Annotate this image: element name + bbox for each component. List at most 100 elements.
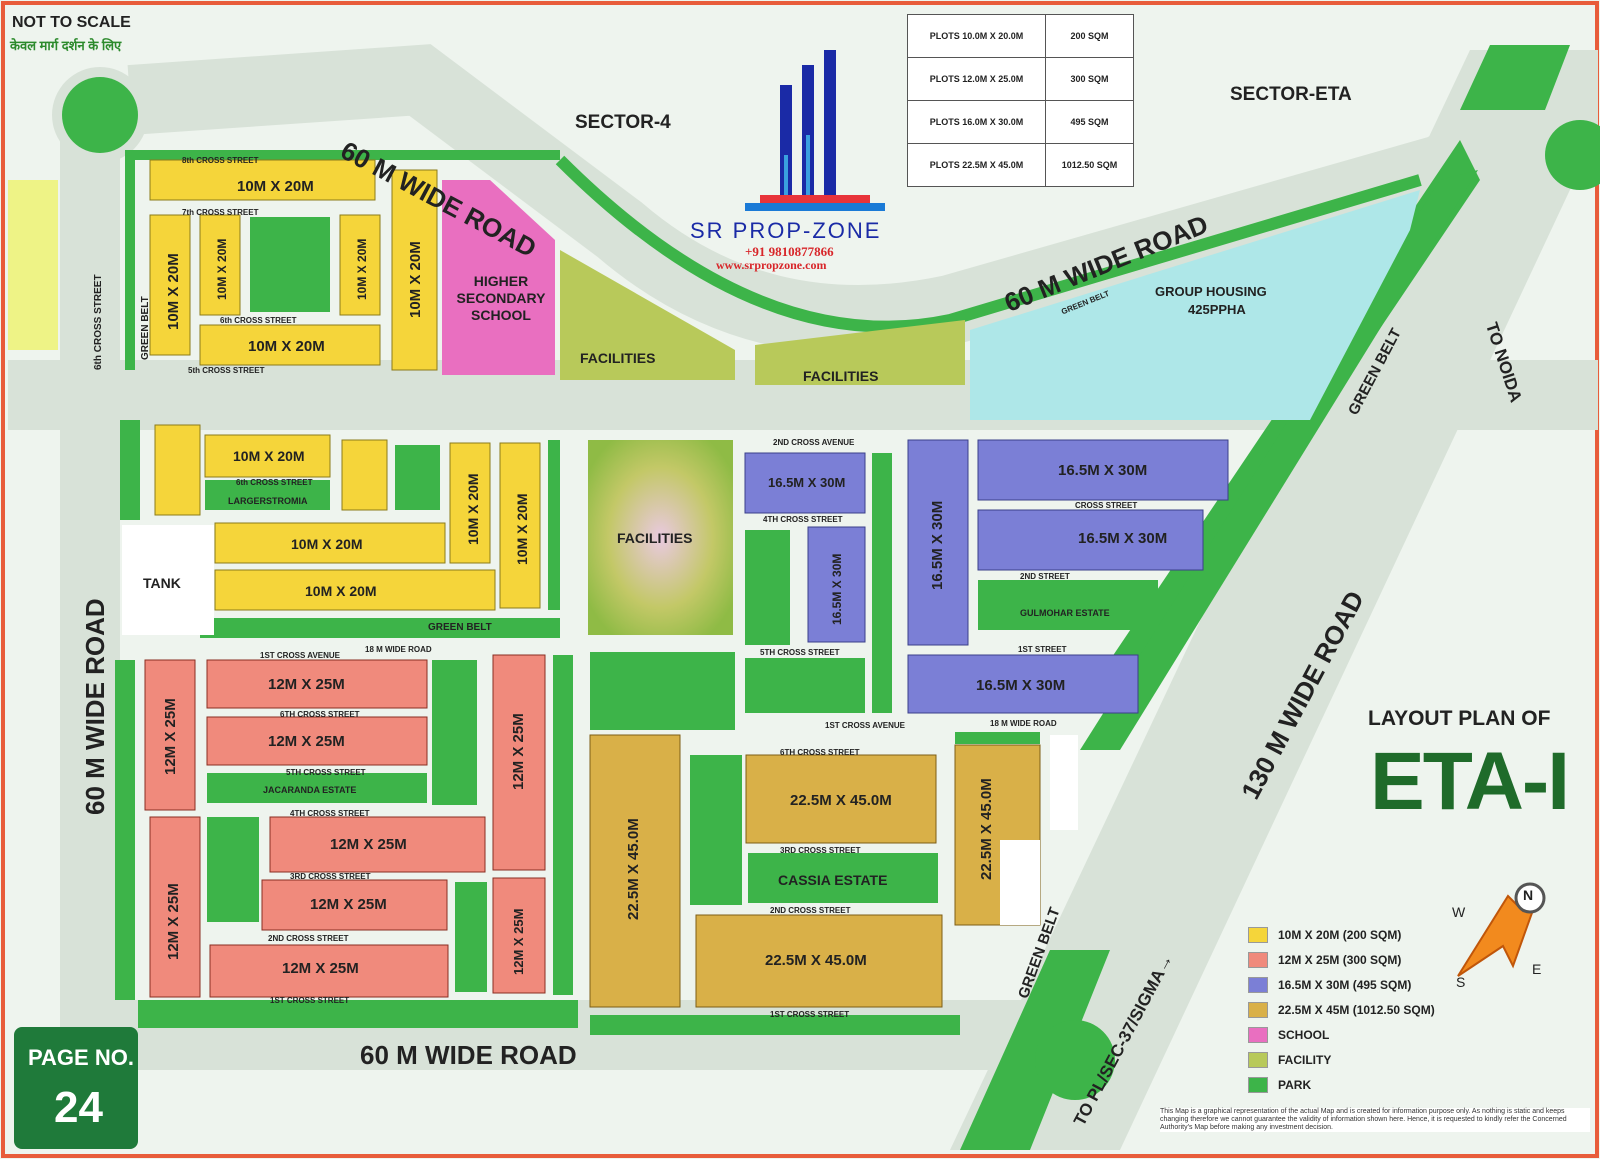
street-label: 2ND CROSS STREET bbox=[268, 934, 349, 943]
street-label: 1ST CROSS AVENUE bbox=[260, 651, 341, 660]
plot-size-cell: PLOTS 16.0M X 30.0M bbox=[907, 100, 1046, 144]
page-number: 24 bbox=[54, 1083, 103, 1132]
street-label: 5TH CROSS STREET bbox=[286, 768, 366, 777]
plot-label: 10M X 20M bbox=[237, 178, 314, 195]
plot-label: 12M X 25M bbox=[330, 836, 407, 853]
plot-label: 16.5M X 30M bbox=[1078, 530, 1168, 547]
street-label: 4TH CROSS STREET bbox=[763, 515, 843, 524]
compass-arrow-icon bbox=[1457, 882, 1546, 977]
brand-website[interactable]: www.srpropzone.com bbox=[716, 258, 827, 272]
plot-label: 12M X 25M bbox=[162, 698, 179, 775]
legend-label: SCHOOL bbox=[1278, 1027, 1330, 1042]
legend-item: 10M X 20M (200 SQM) bbox=[1248, 922, 1435, 947]
plot-label: 12M X 25M bbox=[268, 676, 345, 693]
plot-label: 10M X 20M bbox=[215, 238, 229, 300]
plot-label: 10M X 20M bbox=[291, 536, 363, 552]
plot-label: 16.5M X 30M bbox=[768, 475, 846, 490]
facilities-label-1: FACILITIES bbox=[580, 350, 656, 366]
street-label: 7th CROSS STREET bbox=[182, 208, 259, 217]
legend-item: 12M X 25M (300 SQM) bbox=[1248, 947, 1435, 972]
plot-area-cell: 1012.50 SQM bbox=[1045, 143, 1134, 187]
street-label: 5TH CROSS STREET bbox=[760, 648, 840, 657]
bottom-road-label: 60 M WIDE ROAD bbox=[360, 1040, 577, 1070]
plot-area-cell: 200 SQM bbox=[1045, 14, 1134, 58]
brand-logo bbox=[740, 45, 890, 215]
street-label: 1ST CROSS STREET bbox=[770, 1010, 850, 1019]
legend-item: SCHOOL bbox=[1248, 1022, 1435, 1047]
facilities-label-3: FACILITIES bbox=[617, 530, 693, 546]
legend-swatch bbox=[1248, 951, 1268, 968]
green-belt-label-2: GREEN BELT bbox=[428, 622, 492, 633]
legend-item: 22.5M X 45M (1012.50 SQM) bbox=[1248, 997, 1435, 1022]
plot-label: 10M X 20M bbox=[514, 493, 530, 565]
legend-swatch bbox=[1248, 1026, 1268, 1043]
layout-title: ETA-I bbox=[1370, 736, 1570, 827]
street-label: 6th CROSS STREET bbox=[220, 316, 297, 325]
compass-n: N bbox=[1523, 887, 1534, 903]
compass-w: W bbox=[1452, 904, 1466, 920]
street-label: 6th CROSS STREET bbox=[93, 274, 104, 370]
legend-swatch bbox=[1248, 976, 1268, 993]
street-label: 2ND CROSS STREET bbox=[770, 906, 851, 915]
compass-e: E bbox=[1532, 961, 1542, 977]
jacaranda-estate-label: JACARANDA ESTATE bbox=[263, 785, 357, 795]
not-to-scale-label: NOT TO SCALE bbox=[12, 14, 131, 31]
brand-phone: +91 9810877866 bbox=[745, 244, 834, 259]
largerstromia-label: LARGERSTROMIA bbox=[228, 496, 308, 506]
plot-label: 16.5M X 30M bbox=[929, 500, 946, 590]
compass: N E S W bbox=[1448, 876, 1558, 990]
group-housing-label: GROUP HOUSING bbox=[1155, 284, 1267, 299]
plot-label: 22.5M X 45.0M bbox=[978, 778, 995, 880]
street-label: 18 M WIDE ROAD bbox=[990, 719, 1057, 728]
street-label: 1ST STREET bbox=[1018, 645, 1067, 654]
legend-swatch bbox=[1248, 1076, 1268, 1093]
plot-size-cell: PLOTS 22.5M X 45.0M bbox=[907, 143, 1046, 187]
street-label: 5th CROSS STREET bbox=[188, 366, 265, 375]
plot-label: 10M X 20M bbox=[305, 583, 377, 599]
street-label: 1ST CROSS STREET bbox=[270, 996, 350, 1005]
plot-area-cell: 300 SQM bbox=[1045, 57, 1134, 101]
page-number-badge: PAGE NO. 24 bbox=[14, 1027, 138, 1149]
plot-area-cell: 495 SQM bbox=[1045, 100, 1134, 144]
street-label: 18 M WIDE ROAD bbox=[365, 645, 432, 654]
group-housing-density: 425PPHA bbox=[1188, 302, 1246, 317]
legend-label: 12M X 25M (300 SQM) bbox=[1278, 952, 1402, 967]
brand-logo-icon bbox=[745, 50, 885, 211]
legend-swatch bbox=[1248, 1051, 1268, 1068]
plot-label: 10M X 20M bbox=[233, 448, 305, 464]
plot-label: 10M X 20M bbox=[165, 253, 182, 330]
plot-label: 10M X 20M bbox=[355, 238, 369, 300]
legend-label: FACILITY bbox=[1278, 1052, 1332, 1067]
plot-label: 22.5M X 45.0M bbox=[790, 792, 892, 809]
plot-label: 12M X 25M bbox=[310, 896, 387, 913]
brand-name: SR PROP-ZONE bbox=[690, 218, 882, 243]
street-label: 6TH CROSS STREET bbox=[280, 710, 360, 719]
street-label: 3RD CROSS STREET bbox=[780, 846, 861, 855]
street-label: 6TH CROSS STREET bbox=[780, 748, 860, 757]
plot-label: 12M X 25M bbox=[510, 713, 527, 790]
street-label: 2ND CROSS AVENUE bbox=[773, 438, 855, 447]
legend: 10M X 20M (200 SQM) 12M X 25M (300 SQM) … bbox=[1248, 922, 1435, 1097]
green-belt-label-1: GREEN BELT bbox=[140, 296, 151, 360]
street-label: 3RD CROSS STREET bbox=[290, 872, 371, 881]
street-label: 1ST CROSS AVENUE bbox=[825, 721, 906, 730]
plot-size-cell: PLOTS 12.0M X 25.0M bbox=[907, 57, 1046, 101]
sector-eta-label: SECTOR-ETA bbox=[1230, 84, 1352, 105]
plot-label: 22.5M X 45.0M bbox=[765, 952, 867, 969]
tank-label: TANK bbox=[143, 575, 181, 591]
left-road-label: 60 M WIDE ROAD bbox=[80, 598, 110, 815]
legend-label: PARK bbox=[1278, 1077, 1312, 1092]
plot-label: 10M X 20M bbox=[248, 338, 325, 355]
legend-swatch bbox=[1248, 1001, 1268, 1018]
street-label: 2ND STREET bbox=[1020, 572, 1070, 581]
street-label: 8th CROSS STREET bbox=[182, 156, 259, 165]
hindi-note: केवल मार्ग दर्शन के लिए bbox=[10, 38, 122, 53]
street-label: 6th CROSS STREET bbox=[236, 478, 313, 487]
